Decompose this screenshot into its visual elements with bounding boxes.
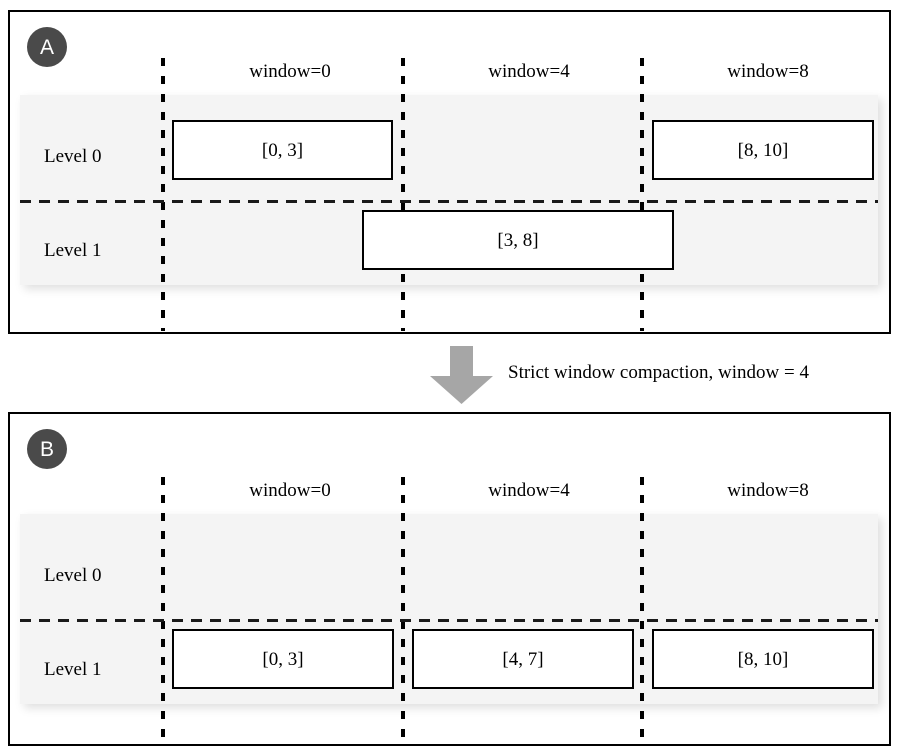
panel-b-level-divider: [20, 619, 878, 622]
panel-b-column-header-0: window=0: [249, 480, 331, 501]
panel-b-run-box-level1-window0[interactable]: [0, 3]: [172, 629, 394, 689]
panel-a-run-box-level0-window0[interactable]: [0, 3]: [172, 120, 393, 180]
panel-b-level-label-1: Level 1: [44, 659, 102, 680]
panel-a-column-header-1: window=4: [488, 61, 570, 82]
panel-a-window-separator-1: [401, 58, 405, 331]
panel-b-run-box-level1-window8[interactable]: [8, 10]: [652, 629, 874, 689]
panel-b-badge: B: [27, 429, 67, 469]
panel-a-level-label-0: Level 0: [44, 146, 102, 167]
panel-b-level-label-0: Level 0: [44, 565, 102, 586]
panel-b-window-separator-1: [401, 477, 405, 745]
panel-a-badge: A: [27, 27, 67, 67]
panel-a-run-box-level1-span[interactable]: [3, 8]: [362, 210, 674, 270]
panel-b-column-header-2: window=8: [727, 480, 809, 501]
panel-b-window-separator-2: [640, 477, 644, 745]
panel-a: A window=0 window=4 window=8 Level 0 Lev…: [8, 10, 891, 334]
panel-a-level-divider: [20, 200, 878, 203]
panel-b-run-box-level1-window4[interactable]: [4, 7]: [412, 629, 634, 689]
transition-arrow: [428, 346, 498, 406]
panel-b-window-separator-0: [161, 477, 165, 745]
panel-a-column-header-0: window=0: [249, 61, 331, 82]
panel-a-level-label-1: Level 1: [44, 240, 102, 261]
panel-a-run-box-level0-window8[interactable]: [8, 10]: [652, 120, 874, 180]
panel-b: B window=0 window=4 window=8 Level 0 Lev…: [8, 412, 891, 746]
down-arrow-icon: [430, 346, 493, 404]
panel-b-column-header-1: window=4: [488, 480, 570, 501]
panel-a-column-header-2: window=8: [727, 61, 809, 82]
panel-a-window-separator-0: [161, 58, 165, 331]
transition-label: Strict window compaction, window = 4: [508, 362, 809, 383]
panel-a-window-separator-2: [640, 58, 644, 331]
